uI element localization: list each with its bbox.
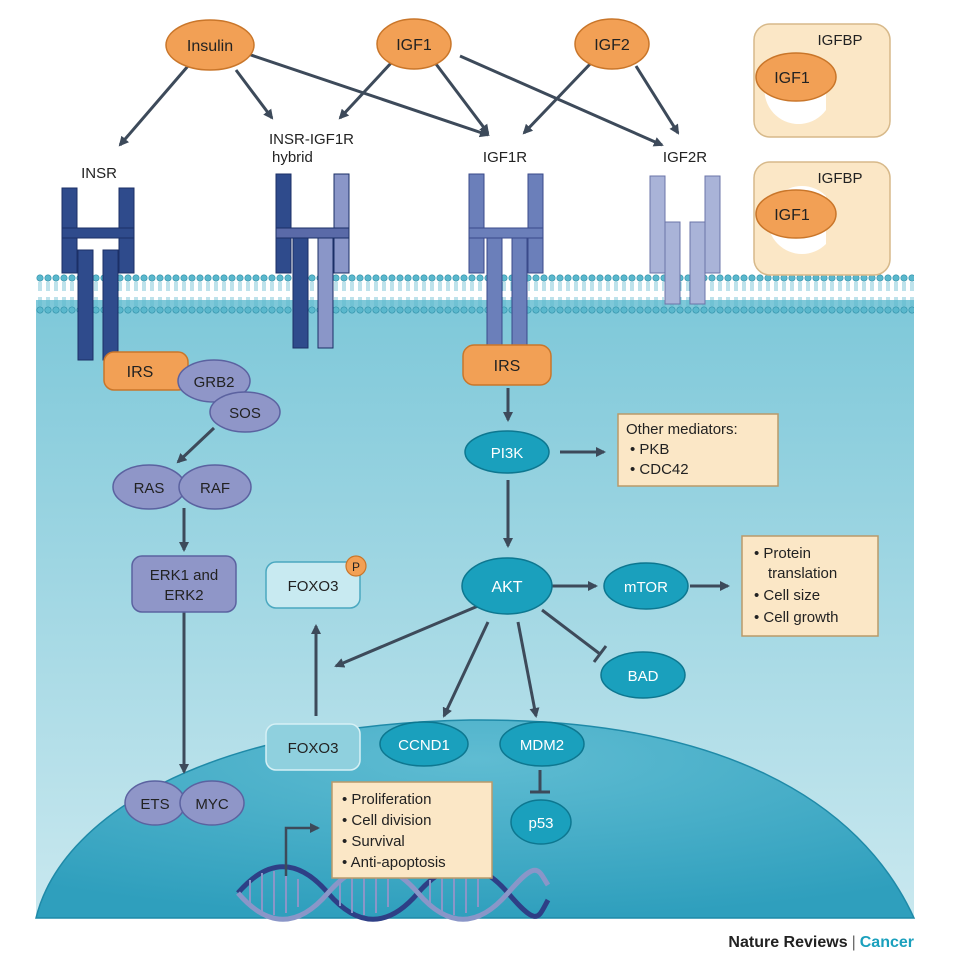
mdm2-node: MDM2 (499, 721, 585, 767)
credit-separator: | (851, 934, 856, 951)
svg-text:AKT: AKT (491, 579, 522, 596)
ligand-arrows (118, 52, 680, 147)
svg-text:ERK1 and: ERK1 and (150, 567, 218, 584)
svg-text:p53: p53 (528, 815, 553, 832)
svg-text:ERK2: ERK2 (164, 587, 203, 604)
receptor-label-insr: INSR (81, 165, 117, 182)
receptor-insr (61, 187, 135, 361)
svg-text:IGF1: IGF1 (396, 37, 432, 54)
svg-text:IGF1: IGF1 (774, 207, 810, 224)
ets-node: ETS (124, 780, 186, 826)
svg-text:P: P (352, 560, 360, 574)
akt-node: AKT (461, 557, 553, 615)
svg-text:IGF1: IGF1 (774, 70, 810, 87)
igfbp-complex-1: IGFBP IGF1 (753, 23, 891, 138)
svg-text:PI3K: PI3K (491, 445, 524, 462)
svg-text:GRB2: GRB2 (194, 374, 235, 391)
erk-node: ERK1 and ERK2 (131, 555, 237, 613)
ligand-igf1: IGF1 (376, 18, 452, 70)
svg-text:RAF: RAF (200, 480, 230, 497)
svg-text:• Protein: • Protein (754, 545, 811, 562)
receptor-label-igf2r: IGF2R (663, 149, 707, 166)
svg-text:mTOR: mTOR (624, 579, 668, 596)
svg-text:• CDC42: • CDC42 (630, 461, 689, 478)
raf-node: RAF (178, 464, 252, 510)
receptor-igf2r (649, 175, 721, 305)
svg-text:• Cell size: • Cell size (754, 587, 820, 604)
sos-node: SOS (209, 391, 281, 433)
ras-node: RAS (112, 464, 186, 510)
mtor-outcomes-box: • Protein translation • Cell size • Cell… (741, 535, 879, 637)
bad-node: BAD (600, 651, 686, 699)
svg-text:FOXO3: FOXO3 (288, 578, 339, 595)
foxo3-nucleus: FOXO3 (265, 723, 361, 771)
svg-text:• Proliferation: • Proliferation (342, 791, 431, 808)
myc-node: MYC (179, 780, 245, 826)
receptor-label-hybrid-line1: INSR-IGF1R (269, 131, 354, 148)
phospho-badge (345, 555, 367, 577)
svg-text:RAS: RAS (134, 480, 165, 497)
svg-text:IGFBP: IGFBP (817, 32, 862, 49)
pi3k-node: PI3K (464, 430, 550, 474)
svg-text:translation: translation (768, 565, 837, 582)
svg-text:BAD: BAD (628, 668, 659, 685)
pathway-arrows (176, 388, 730, 794)
journal-name: Nature Reviews (728, 934, 848, 951)
svg-text:IGF2: IGF2 (594, 37, 630, 54)
svg-text:MDM2: MDM2 (520, 737, 564, 754)
igfbp-complex-2: IGFBP IGF1 (753, 161, 891, 276)
svg-text:Other mediators:: Other mediators: (626, 421, 738, 438)
cell-membrane (36, 273, 914, 315)
svg-text:SOS: SOS (229, 405, 261, 422)
p53-node: p53 (510, 799, 572, 845)
svg-text:IRS: IRS (494, 358, 521, 375)
foxo3-cytoplasm: FOXO3 P (265, 555, 367, 609)
svg-text:• PKB: • PKB (630, 441, 669, 458)
transcription-start-arrow (284, 823, 320, 876)
receptor-label-igf1r: IGF1R (483, 149, 527, 166)
other-mediators-box: Other mediators: • PKB • CDC42 (617, 413, 779, 487)
irs-right: IRS (462, 344, 552, 386)
irs-left: IRS (103, 351, 189, 391)
grb2-node: GRB2 (177, 359, 251, 403)
journal-section: Cancer (859, 934, 914, 951)
svg-text:ETS: ETS (140, 796, 169, 813)
svg-text:IRS: IRS (127, 364, 154, 381)
svg-text:CCND1: CCND1 (398, 737, 450, 754)
svg-text:• Anti-apoptosis: • Anti-apoptosis (342, 854, 446, 871)
nuclear-outcomes-box: • Proliferation • Cell division • Surviv… (331, 781, 493, 879)
svg-text:FOXO3: FOXO3 (288, 740, 339, 757)
receptor-igf1r (468, 173, 544, 349)
journal-credit: Nature Reviews|Cancer (0, 934, 914, 952)
svg-text:IGFBP: IGFBP (817, 170, 862, 187)
receptor-label-hybrid-line2: hybrid (272, 149, 313, 166)
ccnd1-node: CCND1 (379, 721, 469, 767)
receptor-insr-igf1r-hybrid (275, 173, 350, 349)
svg-text:Insulin: Insulin (187, 38, 233, 55)
mtor-node: mTOR (603, 562, 689, 610)
svg-text:• Cell growth: • Cell growth (754, 609, 838, 626)
svg-text:• Cell division: • Cell division (342, 812, 431, 829)
ligand-igf2: IGF2 (574, 18, 650, 70)
svg-text:• Survival: • Survival (342, 833, 405, 850)
ligand-insulin: Insulin (165, 19, 255, 71)
svg-text:MYC: MYC (195, 796, 229, 813)
